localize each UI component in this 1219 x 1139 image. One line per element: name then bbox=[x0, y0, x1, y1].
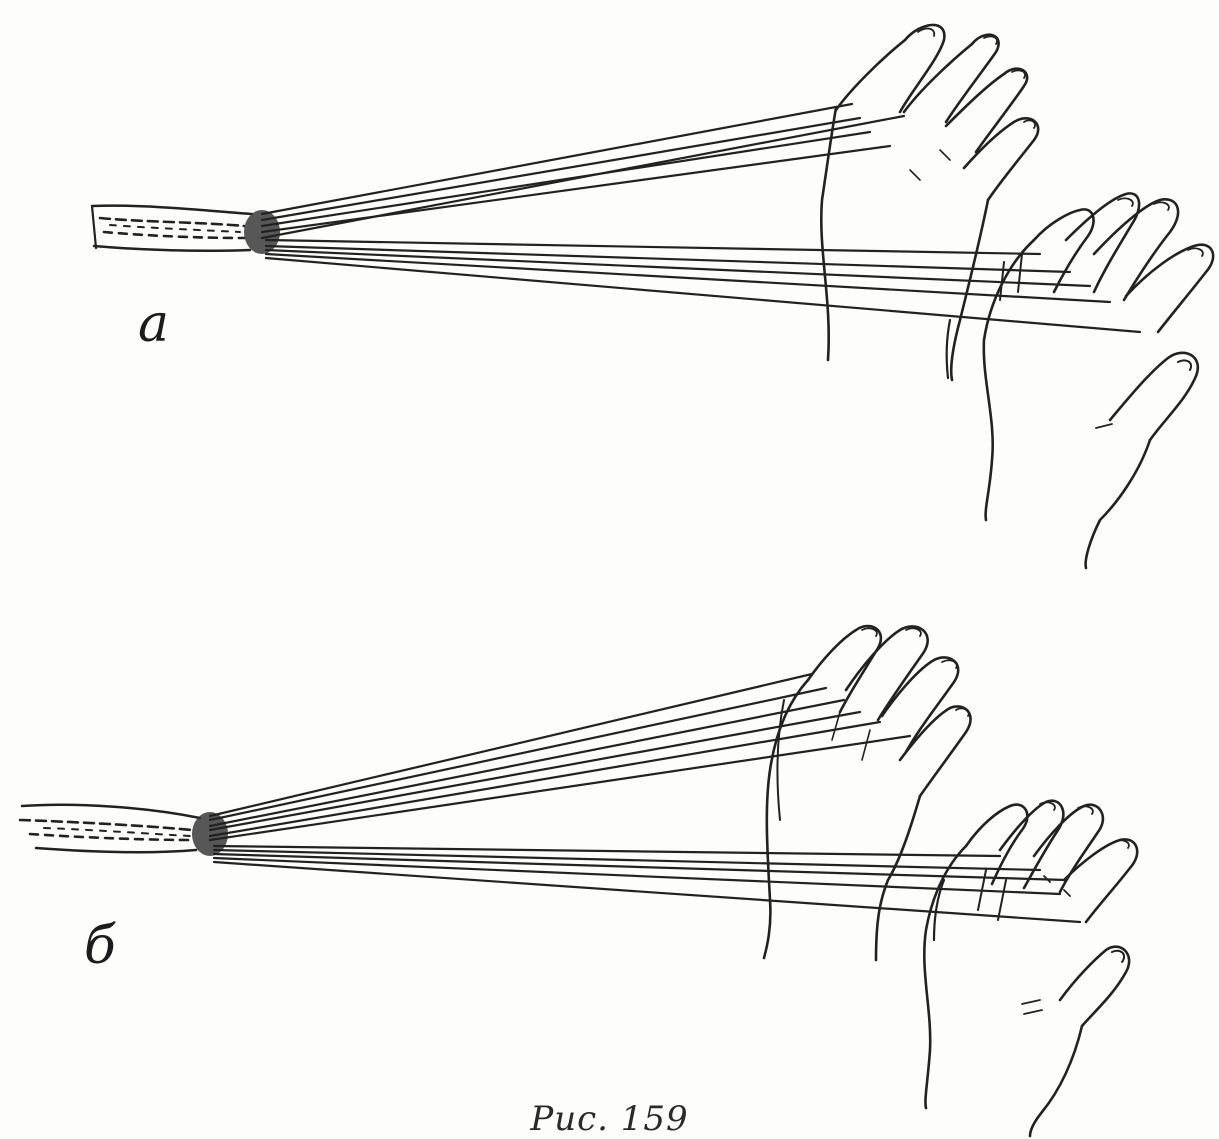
thread-fan-upper-b bbox=[210, 674, 910, 840]
panel-b-drawing bbox=[20, 626, 1137, 1136]
thread-fan-upper-a bbox=[262, 104, 904, 238]
figure-caption: Рис. 159 bbox=[0, 1102, 1219, 1136]
upper-hand-a bbox=[821, 25, 1038, 380]
panel-label-a: а bbox=[138, 298, 169, 350]
upper-hand-b bbox=[764, 626, 971, 960]
thread-fan-lower-a bbox=[266, 240, 1140, 332]
lower-hand-b bbox=[924, 801, 1137, 1136]
lower-hand-a bbox=[947, 193, 1213, 568]
thread-fan-lower-b bbox=[214, 846, 1080, 922]
thread-bundle-a bbox=[92, 206, 280, 254]
panel-a-drawing bbox=[92, 25, 1213, 568]
panel-label-b: б bbox=[84, 920, 116, 972]
thread-bundle-b bbox=[20, 805, 228, 856]
